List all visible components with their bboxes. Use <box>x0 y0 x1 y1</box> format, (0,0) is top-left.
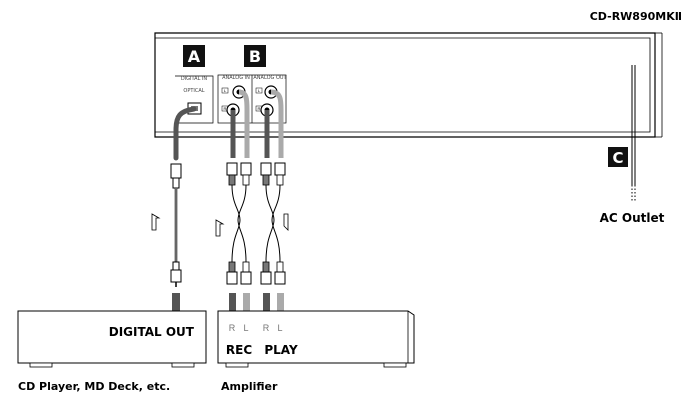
rec-cable <box>215 89 252 323</box>
cd-player-caption: CD Player, MD Deck, etc. <box>18 380 170 393</box>
digital-out-label: DIGITAL OUT <box>109 325 195 339</box>
digital-in-label: DIGITAL IN <box>181 76 208 82</box>
rec-label: REC <box>226 343 252 357</box>
badge-c: C <box>608 147 628 167</box>
analog-panel: ANALOG IN ANALOG OUT L R L R <box>217 74 288 124</box>
play-r-label: R <box>263 323 270 333</box>
ac-outlet-label: AC Outlet <box>600 211 665 225</box>
analog-out-label: ANALOG OUT <box>253 75 287 81</box>
optical-cable <box>151 106 197 323</box>
model-name: CD-RW890MKⅡ <box>590 10 682 23</box>
badge-a: A <box>183 45 205 67</box>
svg-text:L: L <box>224 88 227 93</box>
svg-text:R: R <box>258 106 261 111</box>
analog-in-label: ANALOG IN <box>222 75 250 81</box>
amplifier-box <box>217 310 415 368</box>
play-cable <box>260 89 289 323</box>
svg-text:C: C <box>612 149 623 167</box>
cd-player-box <box>17 310 207 368</box>
rec-l-label: L <box>243 323 248 333</box>
svg-text:A: A <box>188 47 201 66</box>
svg-text:R: R <box>224 106 227 111</box>
play-label: PLAY <box>264 343 298 357</box>
svg-text:L: L <box>258 88 261 93</box>
svg-text:B: B <box>249 47 261 66</box>
badge-b: B <box>244 45 266 67</box>
play-l-label: L <box>277 323 282 333</box>
amplifier-caption: Amplifier <box>221 380 278 393</box>
ac-cord <box>631 65 636 202</box>
optical-label: OPTICAL <box>183 88 204 94</box>
rec-r-label: R <box>229 323 236 333</box>
